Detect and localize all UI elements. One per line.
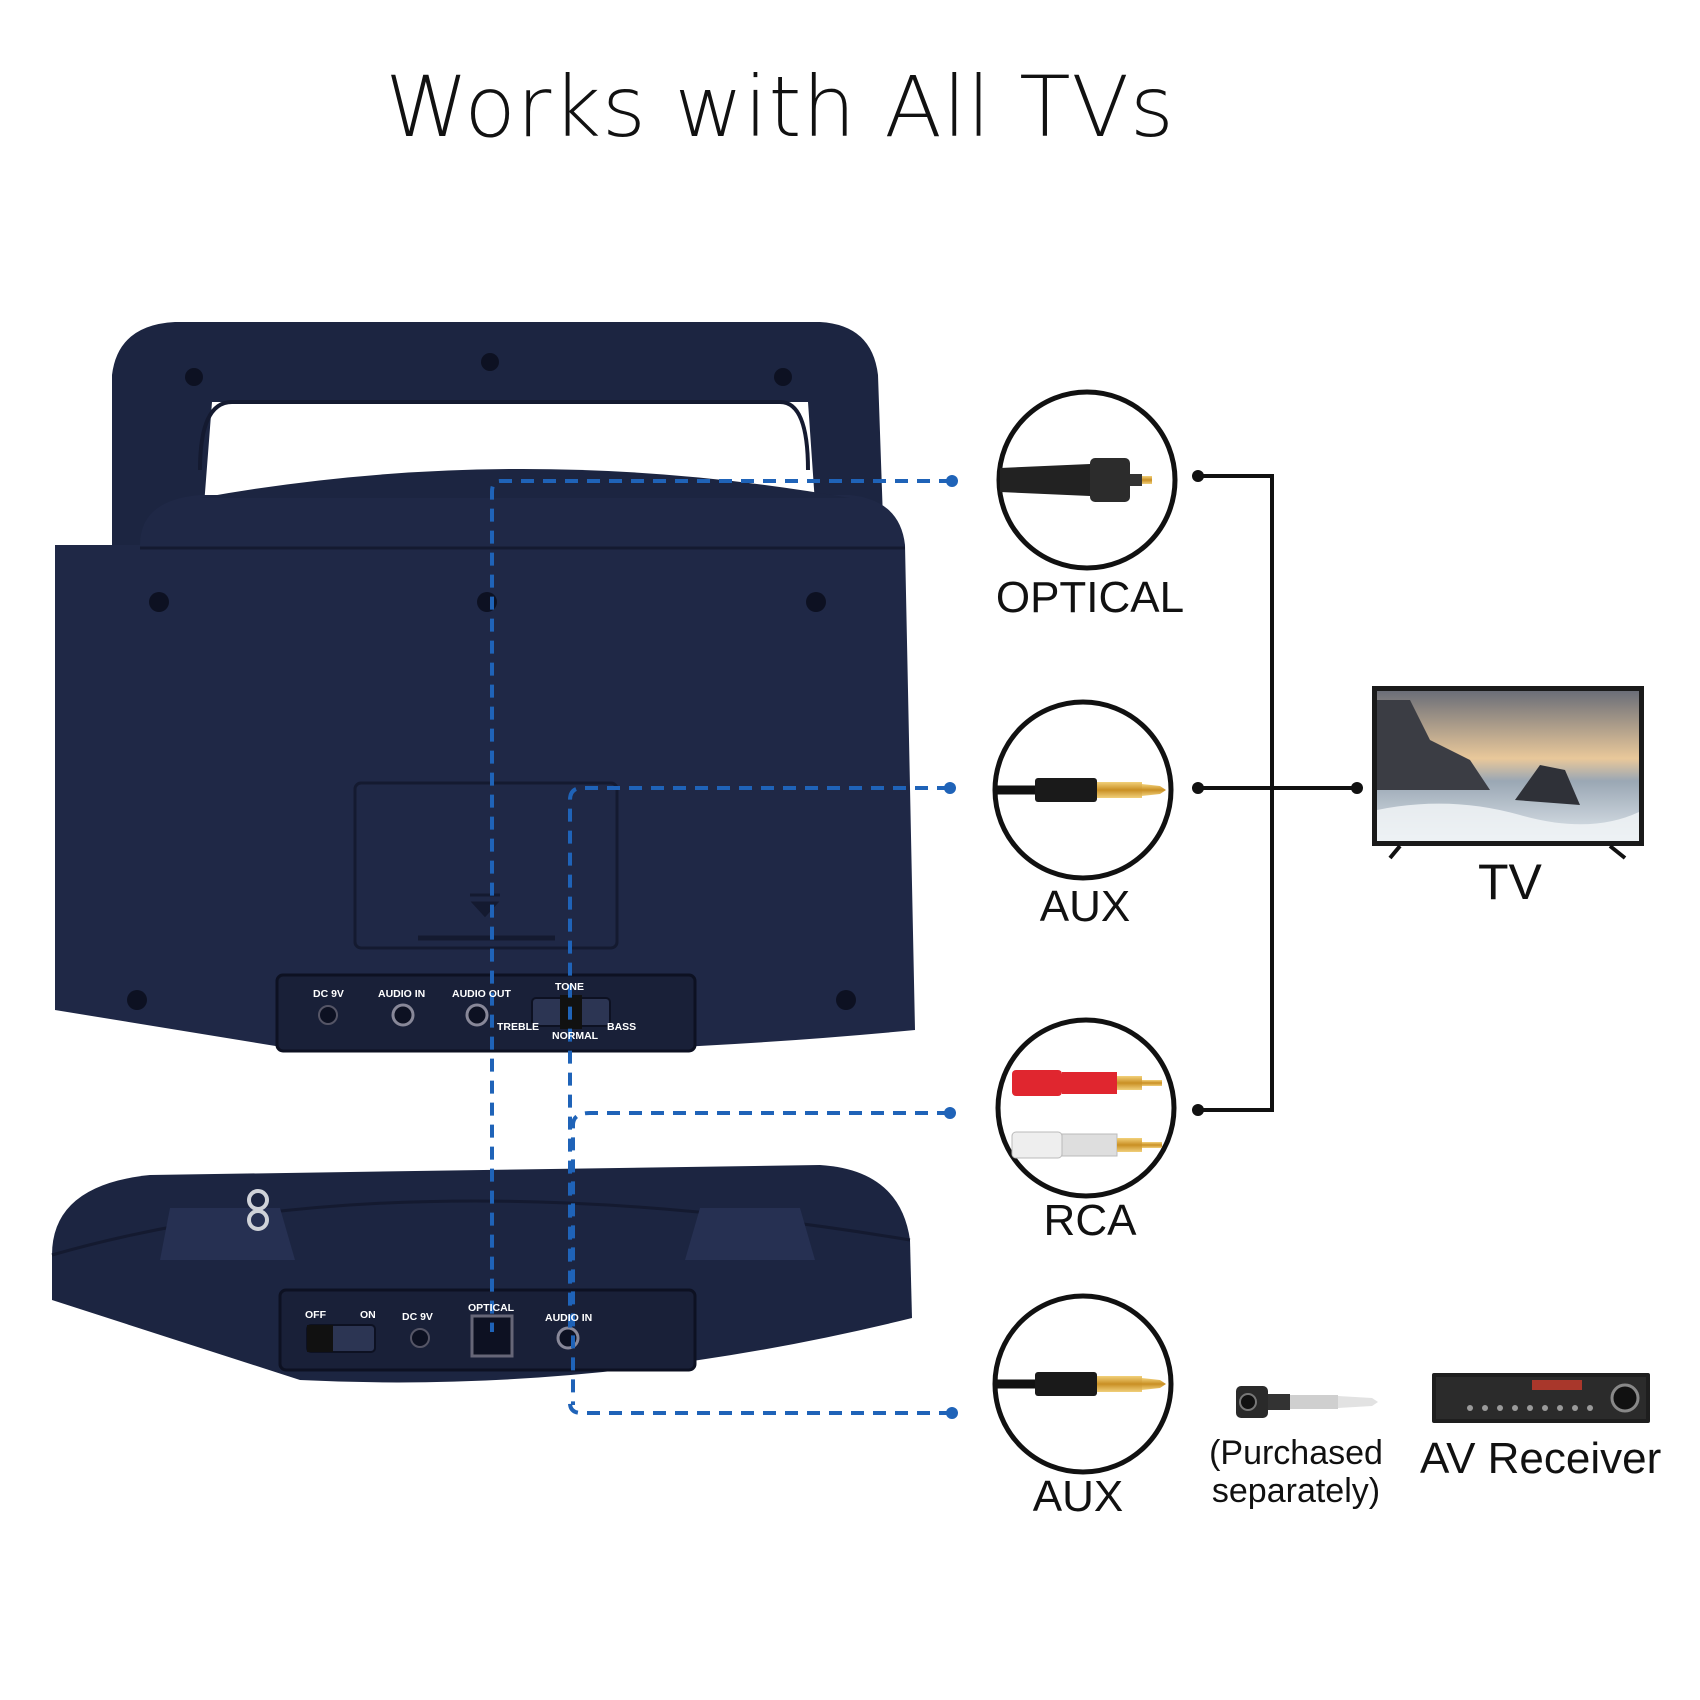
aux-plug-icon (992, 699, 1174, 881)
transmitter-treble-label: TREBLE (497, 1021, 539, 1033)
transmitter-tone-label: TONE (555, 981, 584, 993)
page-title: Works with All TVs (385, 58, 1175, 156)
base-dc-label: DC 9V (402, 1311, 433, 1323)
rca-plug-icon (995, 1017, 1177, 1199)
optical-plug-icon (996, 389, 1178, 571)
tv-connection-bracket (1198, 474, 1355, 1112)
transmitter-dc-label: DC 9V (313, 988, 344, 1000)
transmitter-audio-out-label: AUDIO OUT (452, 988, 512, 1000)
connector-label-aux: AUX (1032, 1472, 1124, 1521)
av-receiver-icon (1432, 1373, 1650, 1423)
connector-label-aux: AUX (1039, 882, 1131, 931)
aux-plug-icon (992, 1293, 1174, 1475)
transmitter-port-labels: DC 9V AUDIO IN AUDIO OUT TONE TREBLE NOR… (313, 981, 636, 1042)
connector-label-optical: OPTICAL (995, 573, 1185, 622)
transmitter-unit (55, 322, 915, 1053)
transmitter-bass-label: BASS (607, 1021, 636, 1033)
av-receiver-label: AV Receiver (1420, 1434, 1662, 1483)
dashed-connection-lines (490, 479, 952, 1415)
base-optical-label: OPTICAL (468, 1302, 515, 1314)
adapter-note: (Purchased separately) (1209, 1434, 1383, 1510)
base-off-label: OFF (305, 1309, 327, 1321)
transmitter-body (55, 495, 915, 1053)
transmitter-handle (112, 322, 900, 1010)
tv-label: TV (1478, 854, 1542, 910)
base-on-label: ON (360, 1309, 376, 1321)
adapter-icon (1236, 1386, 1378, 1418)
base-audio-in-label: AUDIO IN (545, 1312, 592, 1324)
transmitter-audio-in-label: AUDIO IN (378, 988, 425, 1000)
tv-icon (1372, 686, 1644, 860)
base-port-labels: OFF ON DC 9V OPTICAL AUDIO IN (305, 1302, 592, 1324)
connector-label-rca: RCA (1043, 1196, 1137, 1245)
transmitter-normal-label: NORMAL (552, 1030, 599, 1042)
base-station (51, 1165, 912, 1383)
